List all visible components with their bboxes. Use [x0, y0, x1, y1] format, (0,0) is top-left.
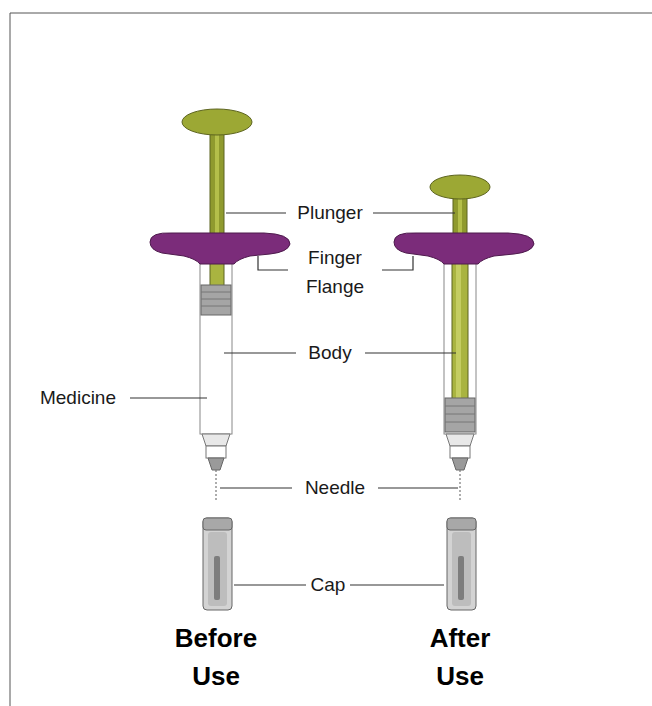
caption-label: After Use [408, 620, 512, 695]
leader-lines [130, 213, 458, 585]
part-label: Needle [293, 474, 377, 503]
syringe-before [150, 109, 290, 610]
syringe-after [394, 175, 534, 610]
part-label: Medicine [28, 384, 128, 413]
part-label: Body [295, 339, 365, 368]
part-label: Finger Flange [293, 244, 377, 301]
part-label: Cap [303, 571, 353, 600]
part-label: Plunger [285, 199, 375, 228]
caption-label: Before Use [160, 620, 272, 695]
